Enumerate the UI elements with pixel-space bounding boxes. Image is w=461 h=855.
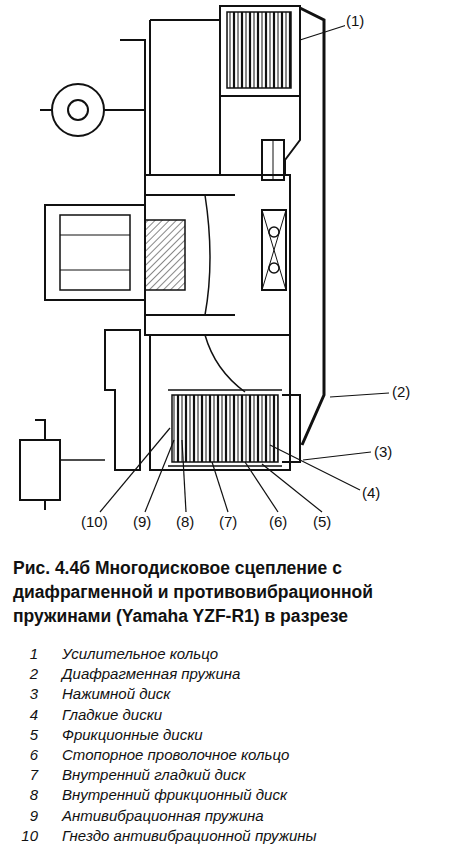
callout-number: (1) <box>345 12 365 30</box>
key-number: 4 <box>14 706 38 724</box>
callout-number: (2) <box>391 383 411 401</box>
callout-number: (5) <box>312 513 332 531</box>
callout-number: (9) <box>132 513 152 531</box>
key-part-name: Диафрагменная пружина <box>62 665 240 683</box>
key-number: 5 <box>14 726 38 744</box>
key-number: 9 <box>14 807 38 825</box>
callout-number: (6) <box>268 513 288 531</box>
key-number: 2 <box>14 665 38 683</box>
key-part-name: Усилительное кольцо <box>62 645 218 663</box>
key-number: 1 <box>14 645 38 663</box>
callout-number: (7) <box>218 513 238 531</box>
clutch-section-drawing <box>0 0 461 560</box>
key-number: 7 <box>14 766 38 784</box>
key-part-name: Стопорное проволочное кольцо <box>62 746 289 764</box>
figure-caption: Рис. 4.4б Многодисковое сцепление с диаф… <box>13 556 458 628</box>
key-part-name: Фрикционные диски <box>62 726 203 744</box>
key-part-name: Антивибрационная пружина <box>62 807 264 825</box>
key-part-name: Гнездо антивибрационной пружины <box>62 827 317 845</box>
key-part-name: Гладкие диски <box>62 706 162 724</box>
callout-number: (3) <box>373 443 393 461</box>
key-number: 6 <box>14 746 38 764</box>
callout-number: (10) <box>80 513 109 531</box>
key-number: 3 <box>14 685 38 703</box>
key-number: 10 <box>14 827 38 845</box>
clutch-outline <box>20 6 389 512</box>
callout-number: (8) <box>175 513 195 531</box>
key-number: 8 <box>14 786 38 804</box>
key-part-name: Нажимной диск <box>62 685 170 703</box>
callout-number: (4) <box>361 484 381 502</box>
key-part-name: Внутренний фрикционный диск <box>62 786 287 804</box>
key-part-name: Внутренний гладкий диск <box>62 766 246 784</box>
